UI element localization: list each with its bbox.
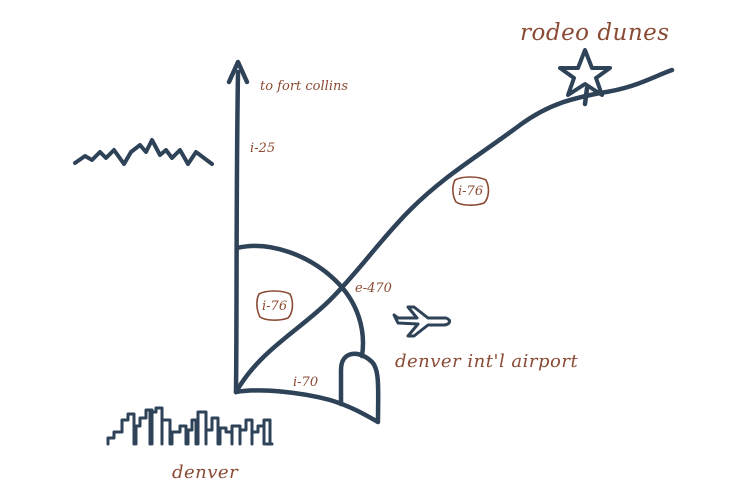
i76-upper-label: i-76	[458, 184, 483, 199]
i70-label: i-70	[293, 375, 318, 390]
arrow-up-icon	[226, 59, 250, 85]
i76-shield-upper	[452, 176, 490, 206]
fort-collins-label: to fort collins	[260, 79, 348, 94]
airport-road	[338, 351, 381, 423]
mountains-icon	[73, 138, 214, 166]
i25-label: i-25	[250, 141, 275, 156]
airport-label: denver int'l airport	[395, 351, 578, 372]
i76-lower-label: i-76	[262, 299, 287, 314]
destination-label: rodeo dunes	[520, 20, 670, 46]
star-connector	[582, 85, 590, 107]
e470-label: e-470	[355, 281, 392, 296]
city-skyline-icon	[106, 406, 274, 446]
i70-road	[233, 388, 381, 425]
i76-shield-lower	[256, 290, 294, 321]
i76-road	[233, 67, 675, 395]
city-label: denver	[172, 462, 239, 483]
star-icon	[558, 48, 612, 97]
i25-road	[233, 69, 241, 395]
e470-road	[234, 243, 366, 359]
airplane-icon	[392, 305, 452, 338]
